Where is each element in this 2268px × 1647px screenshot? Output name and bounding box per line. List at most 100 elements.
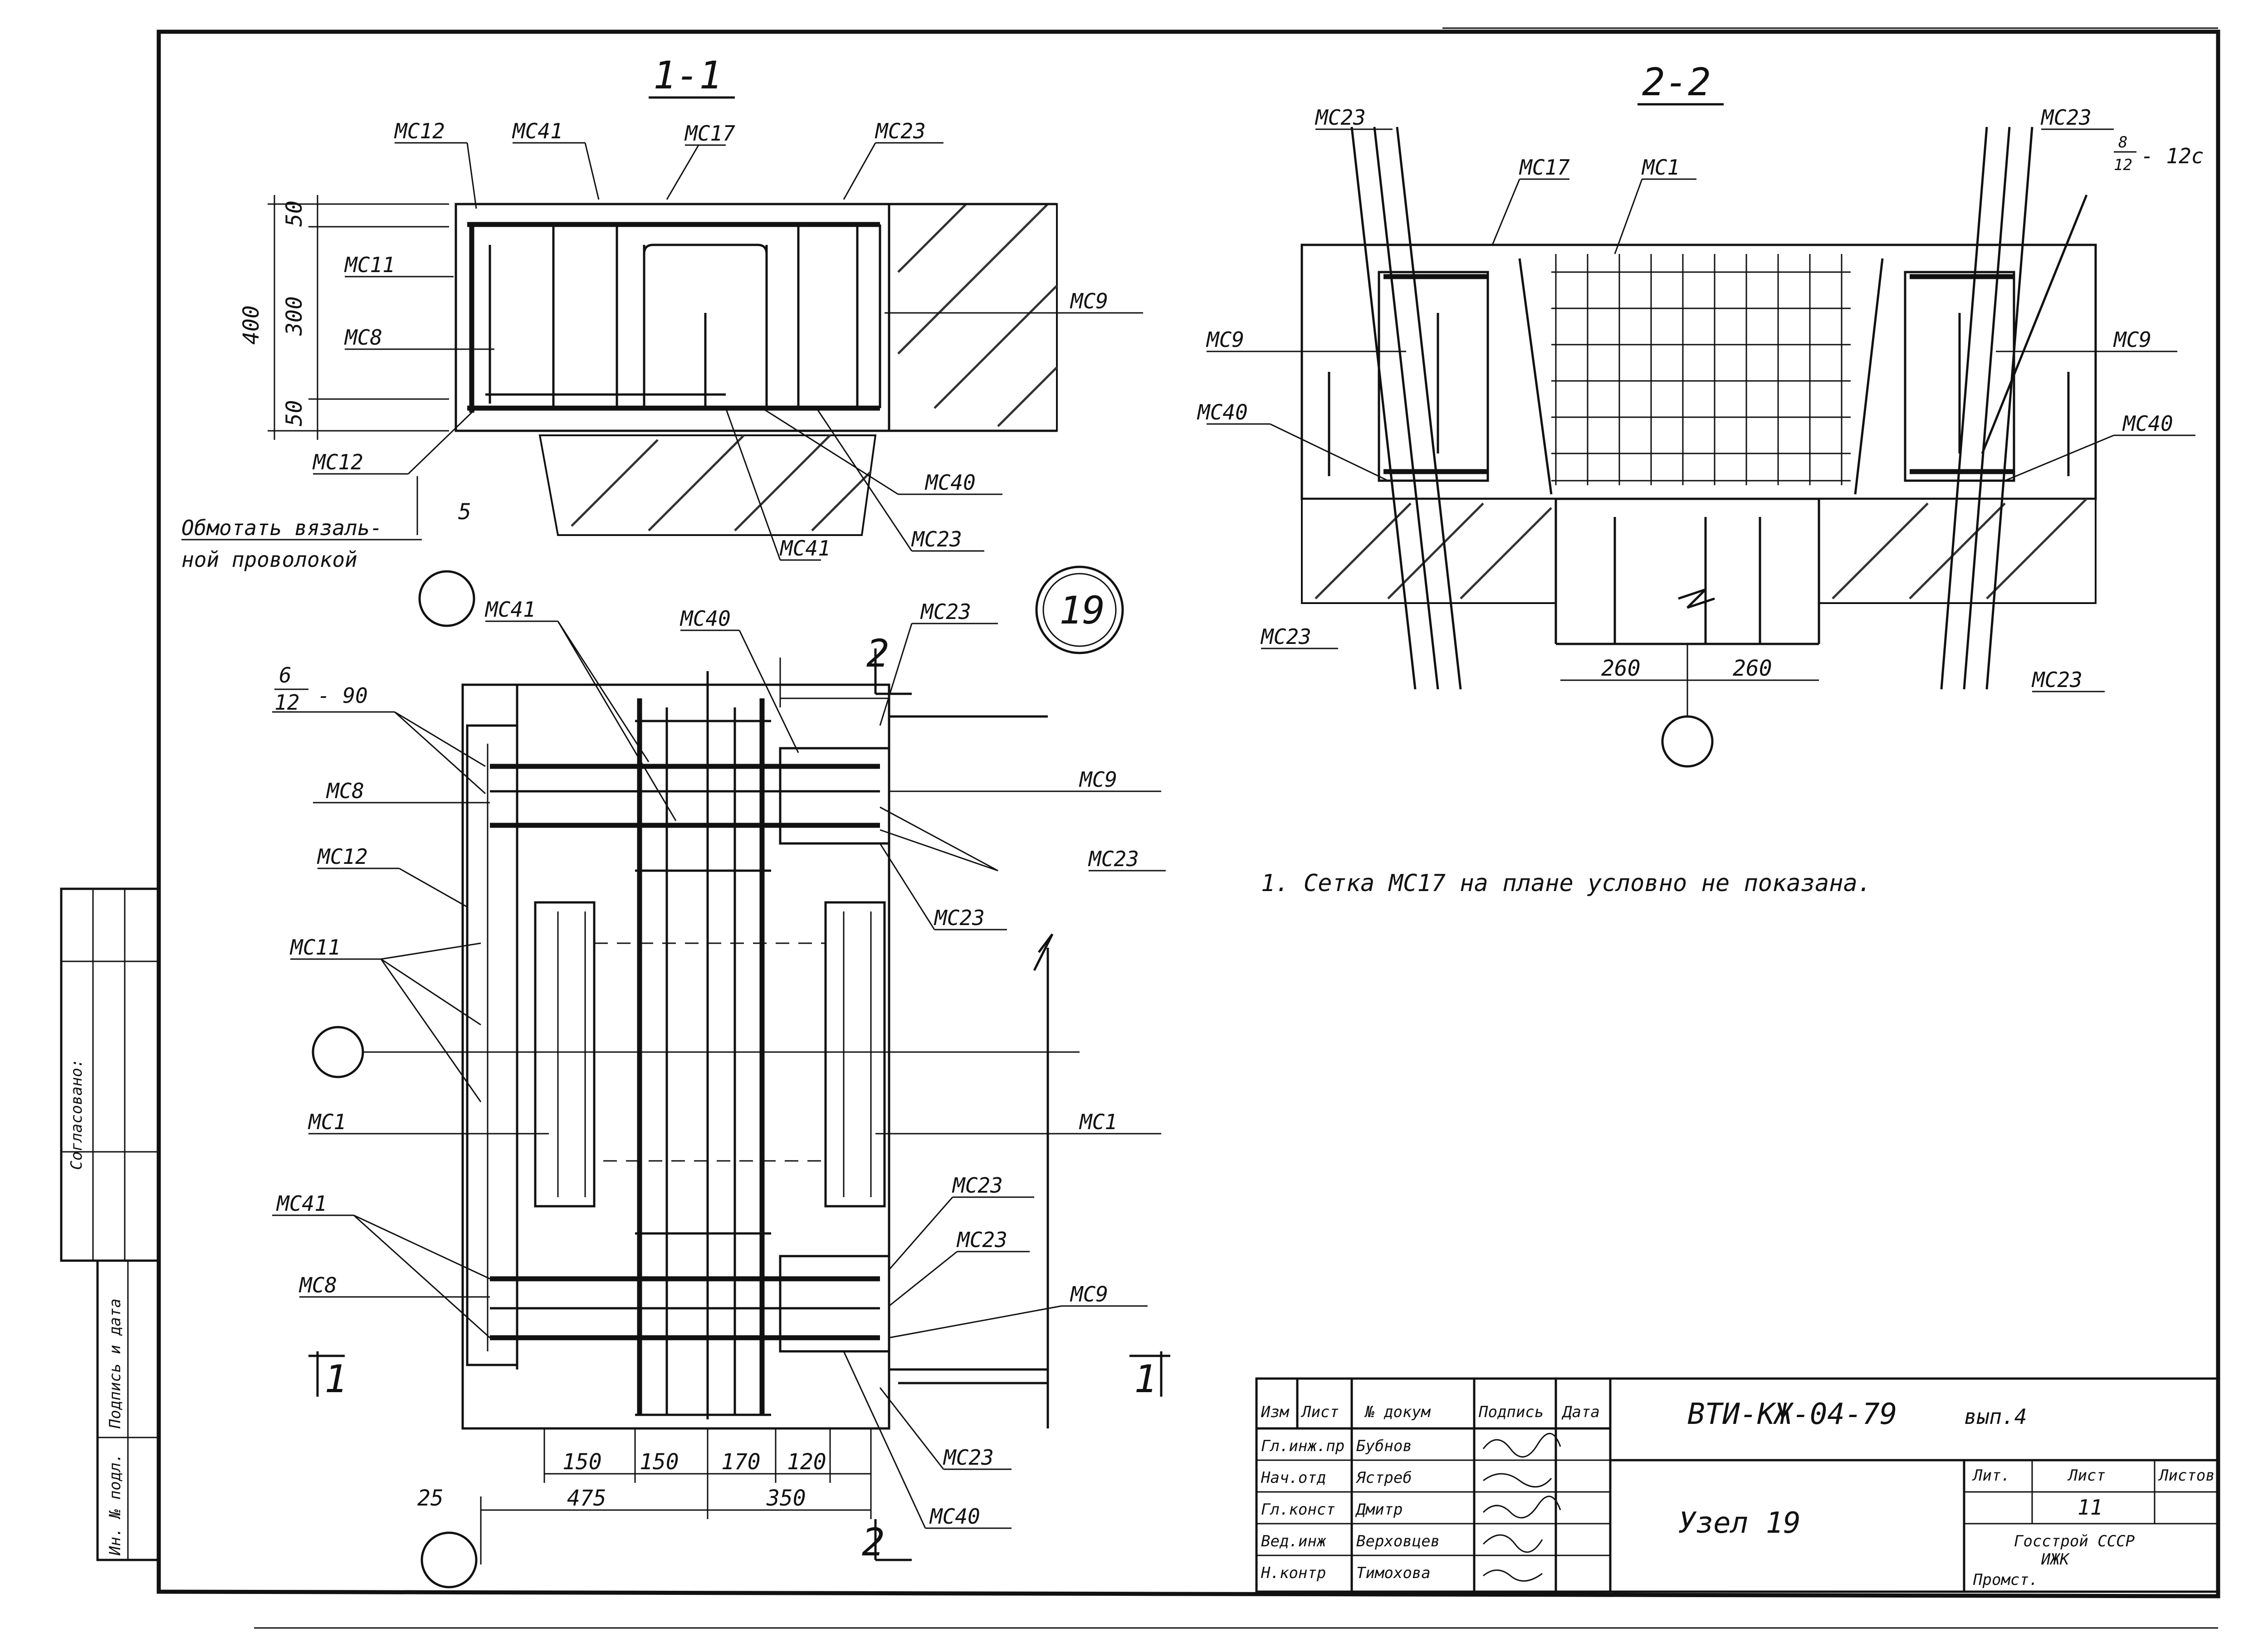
mesh-mc1-section: [1518, 254, 1884, 495]
sign-date-label: Подпись и дата: [106, 1298, 124, 1429]
label-2-2-mc23-tr: МС23: [2040, 105, 2092, 130]
concrete-hatch-2-2: [1301, 498, 2097, 604]
leaders-1-1: [313, 142, 1143, 561]
mesh-mc1-plan: [534, 901, 886, 1208]
axis-marker-plan-bottom: [420, 1531, 478, 1589]
axis-marker-2-2: [1661, 715, 1714, 768]
label-plan-mc23-r3: МС23: [952, 1173, 1003, 1198]
tb-stage-header: Лит.: [1972, 1467, 2010, 1485]
tb-name-2: Ястреб: [1355, 1469, 1412, 1487]
leaders-2-2: [1207, 128, 2195, 716]
label-2-2-mc23-tl: МС23: [1315, 105, 1366, 130]
label-plan-mc41-top: МС41: [484, 597, 536, 622]
inv-no-label: Ин. № подл.: [106, 1453, 124, 1556]
tb-org-1: Госстрой СССР: [2014, 1532, 2135, 1550]
plan-vertical-bars: [516, 671, 765, 1419]
fraction-2-2-numerator: 8: [2118, 133, 2127, 151]
side-cages-2-2: [1328, 271, 2070, 482]
leaders-plan: [272, 620, 1166, 1529]
label-2-2-mc23-br: МС23: [2031, 668, 2082, 692]
dim-170: 170: [721, 1449, 761, 1475]
label-2-2-mc40-left: МС40: [1197, 400, 1248, 424]
section-1-1: 1-1: [181, 53, 1143, 627]
label-plan-mc40-bottom: МС40: [929, 1504, 980, 1529]
cut-2-bottom: 2: [862, 1520, 885, 1564]
wrap-note-line1: Обмотать вязаль-: [181, 516, 382, 540]
tb-header-date: Дата: [1561, 1403, 1600, 1421]
tb-sheet-number: 11: [2077, 1495, 2102, 1520]
dim-25: 25: [417, 1486, 444, 1511]
label-2-2-mc9-right: МС9: [2113, 327, 2151, 352]
dimension-chain-1-1: 400 50 300 50: [239, 195, 449, 440]
label-mc41-top: МС41: [512, 119, 563, 143]
node-number-bubble: 19: [1035, 565, 1124, 654]
inclined-bars-2-2: [1350, 127, 2088, 690]
label-plan-mc1-left: МС1: [308, 1110, 346, 1134]
label-mc40: МС40: [924, 470, 976, 495]
label-plan-mc23-r1: МС23: [1088, 847, 1139, 871]
dim-400: 400: [239, 305, 264, 345]
label-plan-mc8-top: МС8: [326, 779, 364, 803]
label-plan-mc1-right: МС1: [1079, 1110, 1117, 1134]
tb-header-sheet: Лист: [1300, 1403, 1339, 1421]
label-mc23-bottom: МС23: [911, 527, 962, 551]
tb-header-sign: Подпись: [1478, 1403, 1544, 1421]
label-mc12-top: МС12: [394, 119, 445, 143]
label-2-2-mc1: МС1: [1641, 155, 1680, 180]
agreed-label: Согласовано:: [68, 1058, 86, 1170]
wrap-note-line2: ной проволокой: [181, 547, 357, 572]
dim-50-bottom: 50: [282, 400, 307, 426]
label-plan-mc23-r5: МС23: [943, 1445, 994, 1470]
title-block: Изм Лист № докум Подпись Дата Гл.инж.пр …: [1255, 1377, 2219, 1593]
label-mc41-bottom: МС41: [779, 536, 831, 560]
label-plan-mc9-top: МС9: [1079, 767, 1117, 792]
tb-name-1: Бубнов: [1356, 1437, 1412, 1455]
node-number: 19: [1059, 588, 1105, 633]
tb-drawing-title: Узел 19: [1678, 1506, 1801, 1540]
tb-role-5: Н.контр: [1261, 1564, 1326, 1582]
cut-1-right: 1: [1134, 1357, 1157, 1401]
label-plan-mc40-top: МС40: [679, 606, 731, 631]
label-2-2-mc9-left: МС9: [1206, 327, 1244, 352]
label-plan-mc23-top: МС23: [920, 599, 971, 624]
plan-transverse-bars-top: [490, 720, 890, 872]
tb-org-2: ИЖК: [2041, 1550, 2070, 1569]
tb-header-doc: № докум: [1364, 1403, 1431, 1421]
label-2-2-mc23-bl: МС23: [1260, 624, 1311, 649]
label-mc8: МС8: [344, 325, 382, 350]
section-2-2: 2-2: [1197, 60, 2204, 768]
dim-5: 5: [458, 499, 471, 525]
dim-120: 120: [787, 1449, 826, 1475]
tb-org-3: Промст.: [1973, 1571, 2038, 1589]
dim-260-left: 260: [1601, 656, 1641, 681]
tb-role-4: Вед.инж: [1261, 1532, 1326, 1550]
signature-scribbles: [1482, 1433, 1561, 1582]
tb-doc-code: ВТИ-КЖ-04-79: [1687, 1398, 1897, 1431]
tb-name-3: Дмитр: [1355, 1501, 1403, 1519]
label-plan-mc8-bottom: МС8: [298, 1273, 337, 1297]
plan-transverse-bars-bottom: [490, 1232, 890, 1416]
dim-50-top: 50: [282, 200, 307, 227]
label-plan-mc23-r4: МС23: [956, 1228, 1007, 1252]
label-mc11: МС11: [344, 253, 395, 277]
tb-name-5: Тимохова: [1356, 1564, 1431, 1582]
axis-marker-plan: [312, 1026, 364, 1078]
note-mc17: 1. Сетка МС17 на плане условно не показа…: [1261, 870, 1872, 897]
dim-350: 350: [766, 1486, 806, 1511]
section-2-2-title: 2-2: [1642, 60, 1711, 104]
label-mc12-bottom: МС12: [312, 450, 363, 474]
label-plan-mc9-bottom: МС9: [1070, 1282, 1108, 1306]
cut-1-left: 1: [324, 1357, 347, 1401]
tb-role-3: Гл.конст: [1261, 1501, 1335, 1519]
axis-marker-1-1: [418, 570, 475, 627]
concrete-hatch-bottom: [538, 434, 877, 536]
tb-issue: вып.4: [1964, 1404, 2027, 1429]
dim-260-right: 260: [1733, 656, 1772, 681]
tb-name-4: Верховцев: [1356, 1532, 1440, 1550]
label-plan-mc41-bottom: МС41: [276, 1191, 327, 1216]
tb-sheet-header: Лист: [2067, 1467, 2106, 1485]
reinforcement-cage-1-1: [467, 222, 881, 413]
label-2-2-mc40-right: МС40: [2122, 411, 2173, 436]
plan-view: 2 2 1 1: [272, 597, 1170, 1589]
